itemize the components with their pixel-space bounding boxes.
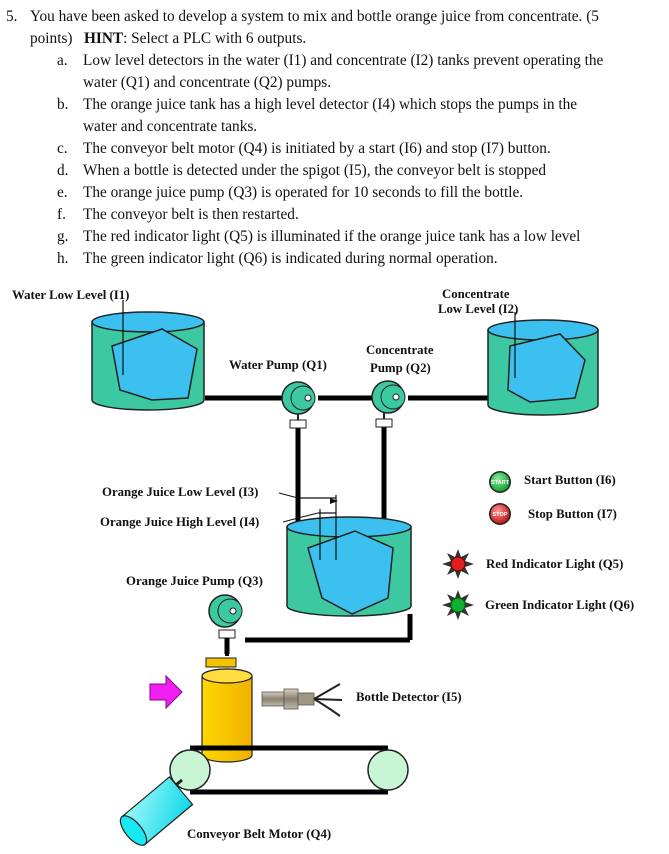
- concentrate-low-level-label-2: Low Level (I2): [438, 302, 518, 316]
- orange-juice-liquid: [307, 530, 394, 615]
- oj-low-level-label: Orange Juice Low Level (I3): [102, 485, 258, 499]
- question-number: 5.: [6, 8, 18, 25]
- water-pump-label: Water Pump (Q1): [229, 358, 327, 372]
- conveyor-pulley-right: [367, 749, 409, 791]
- bottle-direction-arrow: [149, 674, 183, 710]
- points-text: points): [30, 30, 73, 47]
- hint-text: : Select a PLC with 6 outputs.: [123, 30, 307, 47]
- concentrate-pump-label-1: Concentrate: [366, 343, 434, 357]
- orange-juice-pump: [208, 594, 243, 656]
- pipes: [205, 395, 490, 654]
- water-tank: [91, 311, 205, 411]
- oj-low-level-pointer: [330, 498, 338, 504]
- question-line-1: You have been asked to develop a system …: [30, 8, 599, 25]
- green-light-label: Green Indicator Light (Q6): [485, 598, 634, 612]
- orange-juice-tank: [286, 516, 412, 617]
- bottle: [201, 657, 253, 763]
- water-liquid: [111, 328, 198, 401]
- oj-level-leaders: [278, 492, 319, 523]
- red-light-label: Red Indicator Light (Q5): [486, 557, 623, 571]
- start-button-text: START: [491, 480, 510, 486]
- concentrate-liquid: [507, 333, 586, 403]
- concentrate-pump: [371, 380, 406, 428]
- stop-button: STOP: [489, 503, 511, 525]
- conveyor-motor-label: Conveyor Belt Motor (Q4): [187, 827, 331, 841]
- concentrate-pump-label-2: Pump (Q2): [370, 361, 431, 375]
- oj-pump-label: Orange Juice Pump (Q3): [126, 574, 263, 588]
- start-button-label: Start Button (I6): [524, 473, 616, 487]
- red-indicator-light: [442, 549, 474, 579]
- oj-high-level-label: Orange Juice High Level (I4): [100, 515, 259, 529]
- question-block: 5. You have been asked to develop a syst…: [0, 0, 669, 50]
- concentrate-tank: [487, 319, 599, 416]
- bottle-detector-label: Bottle Detector (I5): [356, 690, 462, 704]
- water-pump: [281, 381, 316, 429]
- concentrate-low-level-label-1: Concentrate: [442, 287, 510, 301]
- question-line-2: points) HINT: Select a PLC with 6 output…: [30, 28, 306, 50]
- water-low-level-label: Water Low Level (I1): [12, 288, 129, 302]
- stop-button-label: Stop Button (I7): [528, 507, 617, 521]
- start-button: START: [489, 471, 511, 493]
- conveyor-motor: [119, 776, 194, 846]
- hint-label: HINT: [83, 30, 124, 47]
- stop-button-text: STOP: [493, 512, 508, 518]
- bottle-detector-sensor: [261, 683, 343, 717]
- green-indicator-light: [442, 590, 474, 620]
